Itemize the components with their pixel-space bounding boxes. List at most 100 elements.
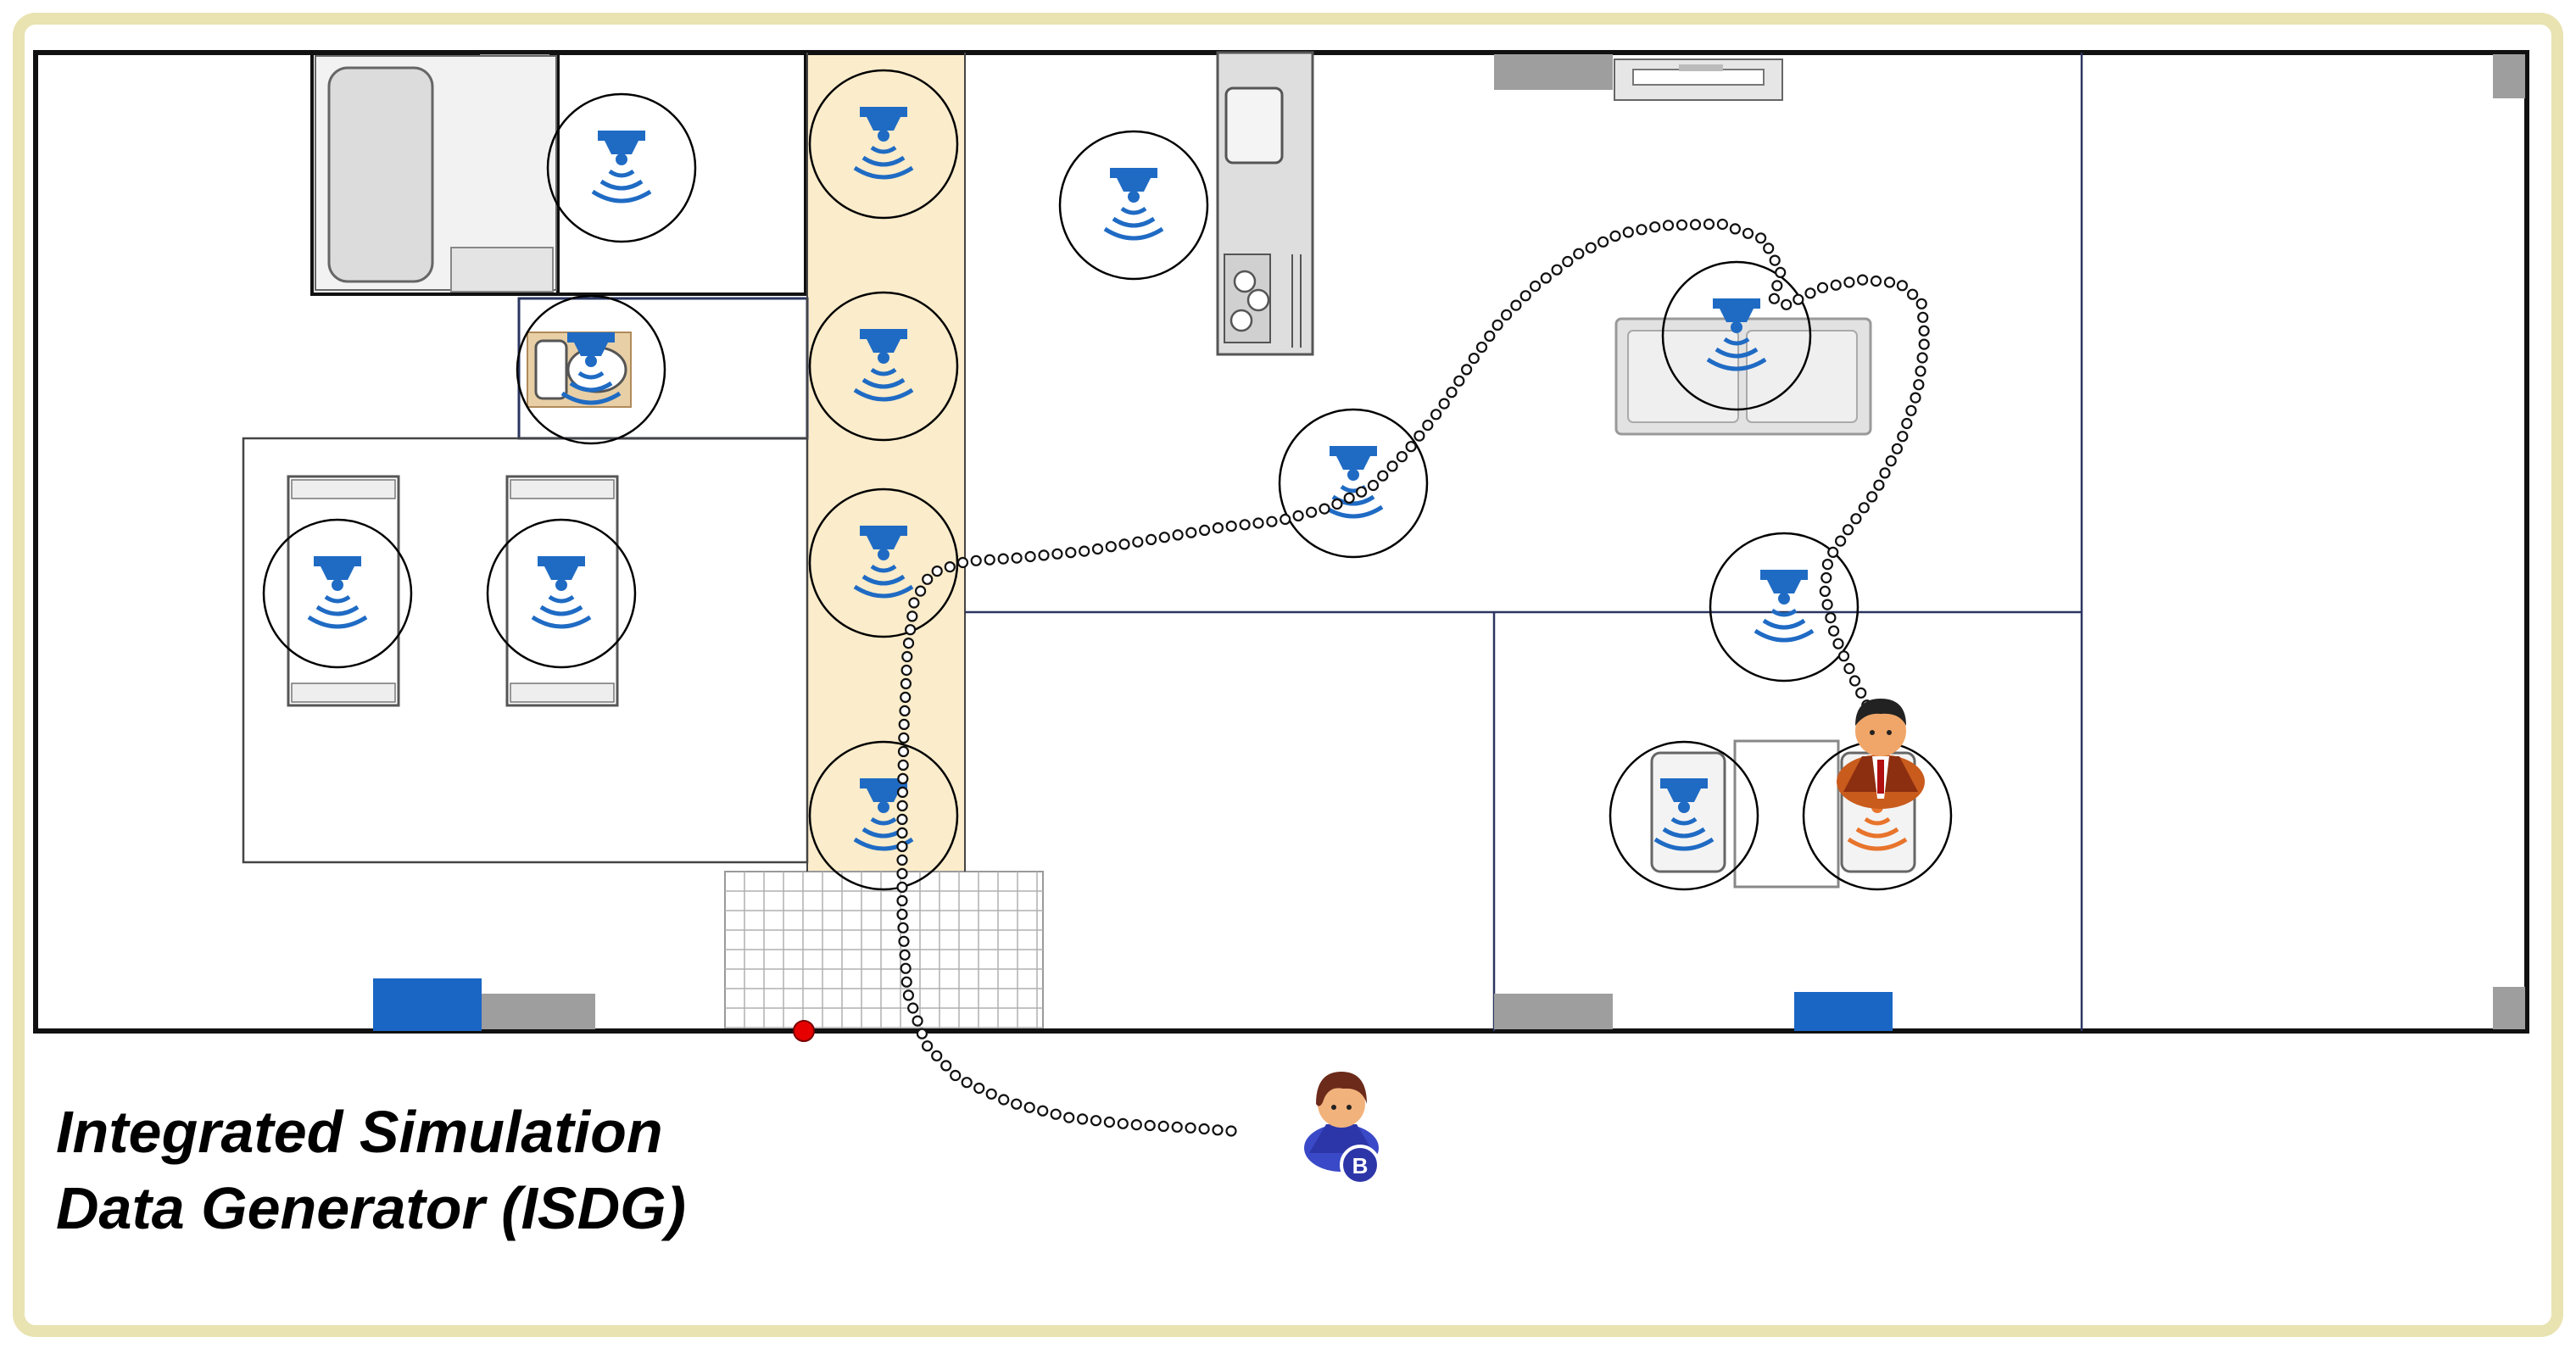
trajectory-dot bbox=[1158, 532, 1170, 543]
trajectory-dot bbox=[1769, 254, 1781, 266]
door-gray-dining bbox=[1494, 994, 1613, 1029]
trajectory-dot bbox=[1676, 219, 1688, 231]
trajectory-dot bbox=[1529, 280, 1542, 293]
trajectory-dot bbox=[1897, 431, 1909, 443]
trajectory-dot bbox=[1622, 226, 1634, 238]
trajectory-dot bbox=[1828, 625, 1840, 637]
trajectory-dot bbox=[1837, 650, 1850, 662]
trajectory-dot bbox=[1716, 218, 1729, 231]
sensor-bed-1-icon bbox=[262, 518, 413, 669]
trajectory-dot bbox=[902, 637, 915, 649]
trajectory-dot bbox=[1910, 392, 1921, 404]
trajectory-dot bbox=[1870, 275, 1882, 287]
sofa bbox=[1614, 317, 1872, 436]
trajectory-dot bbox=[1037, 1105, 1049, 1117]
trajectory-dot bbox=[896, 827, 908, 839]
trajectory-dot bbox=[1768, 293, 1780, 304]
door-gray-corner-top bbox=[2493, 54, 2525, 98]
trajectory-dot bbox=[1843, 276, 1855, 288]
sensor-living-right-icon bbox=[1709, 532, 1860, 683]
trajectory-dot bbox=[973, 1082, 985, 1095]
trajectory-dot bbox=[1775, 266, 1787, 278]
trajectory-dot bbox=[1858, 502, 1870, 514]
trajectory-dot bbox=[1132, 536, 1144, 548]
trajectory-dot bbox=[1609, 230, 1621, 242]
trajectory-dot bbox=[1816, 281, 1829, 293]
door-gray-living bbox=[1494, 54, 1613, 90]
trajectory-dot bbox=[1011, 1098, 1023, 1110]
trajectory-dot bbox=[1343, 492, 1355, 504]
trajectory-dot bbox=[1145, 533, 1157, 546]
trajectory-dot bbox=[1438, 398, 1450, 410]
trajectory-dot bbox=[1573, 248, 1585, 259]
trajectory-dot bbox=[1848, 675, 1861, 687]
trajectory-dot bbox=[1117, 1117, 1129, 1129]
trajectory-dot bbox=[896, 881, 908, 894]
interior-walls bbox=[242, 51, 2083, 1031]
trajectory-dot bbox=[1873, 479, 1885, 491]
trajectory-dot bbox=[921, 1040, 934, 1052]
trajectory-dot bbox=[1266, 515, 1278, 527]
trajectory-dot bbox=[1781, 298, 1793, 310]
trajectory-dot bbox=[1225, 520, 1237, 532]
trajectory-dot bbox=[898, 732, 910, 744]
trajectory-dot bbox=[897, 772, 909, 785]
trajectory-dot bbox=[944, 560, 956, 573]
trajectory-dot bbox=[1446, 387, 1458, 398]
trajectory-dot bbox=[961, 1077, 973, 1089]
door-gray-bed bbox=[480, 994, 595, 1029]
trajectory-dot bbox=[1636, 224, 1648, 236]
trajectory-dot bbox=[1850, 513, 1862, 525]
trajectory-dot bbox=[1171, 1121, 1183, 1133]
person-a-avatar bbox=[1837, 699, 1925, 809]
trajectory-dot bbox=[1827, 546, 1839, 559]
bed-1 bbox=[287, 475, 400, 707]
trajectory-dot bbox=[901, 650, 913, 663]
entrance-mat bbox=[724, 871, 1044, 1030]
trajectory-dot bbox=[896, 813, 908, 826]
trajectory-dot bbox=[956, 556, 969, 569]
shower-walls bbox=[556, 51, 807, 296]
trajectory-dot bbox=[1105, 541, 1117, 553]
trajectory-dot bbox=[1689, 219, 1702, 231]
trajectory-dot bbox=[1103, 1116, 1116, 1128]
kitchen-counter bbox=[1216, 51, 1314, 356]
trajectory-dot bbox=[1842, 524, 1854, 536]
trajectory-dot bbox=[1063, 1112, 1075, 1123]
trajectory-dot bbox=[912, 1015, 923, 1027]
trajectory-dot bbox=[900, 664, 912, 677]
trajectory-dot bbox=[1185, 527, 1197, 538]
sensor-toilet-icon bbox=[516, 294, 666, 445]
trajectory-dot bbox=[907, 1002, 919, 1014]
trajectory-dot bbox=[931, 565, 943, 577]
trajectory-dot bbox=[1885, 454, 1897, 467]
trajectory-dot bbox=[898, 718, 910, 731]
bed-2 bbox=[505, 475, 619, 707]
trajectory-dot bbox=[1212, 1124, 1224, 1136]
sensor-bathroom-icon bbox=[546, 92, 697, 243]
trajectory-dot bbox=[1901, 417, 1913, 430]
trajectory-dot bbox=[904, 624, 917, 636]
trajectory-dot bbox=[896, 867, 908, 880]
trajectory-dot bbox=[897, 759, 909, 772]
trajectory-dot bbox=[1879, 467, 1891, 479]
door-gray-corner-bottom bbox=[2493, 987, 2525, 1029]
trajectory-dot bbox=[1050, 1108, 1062, 1120]
trajectory-dot bbox=[1413, 430, 1425, 442]
hallway-floor bbox=[807, 53, 965, 872]
trajectory-dot bbox=[1825, 611, 1837, 624]
trajectory-dot bbox=[1130, 1118, 1142, 1131]
trajectory-dot bbox=[1510, 299, 1522, 311]
trajectory-dot bbox=[1292, 510, 1304, 522]
trajectory-dot bbox=[1212, 521, 1224, 534]
trajectory-dot bbox=[1918, 325, 1930, 337]
trajectory-dot bbox=[1430, 409, 1442, 421]
trajectory-dot bbox=[1144, 1119, 1156, 1132]
trajectory-dot bbox=[900, 962, 912, 974]
trajectory-dot bbox=[1011, 552, 1023, 564]
person-trajectory bbox=[896, 218, 1930, 1137]
trajectory-dot bbox=[914, 585, 927, 597]
trajectory-dot bbox=[1821, 599, 1833, 610]
